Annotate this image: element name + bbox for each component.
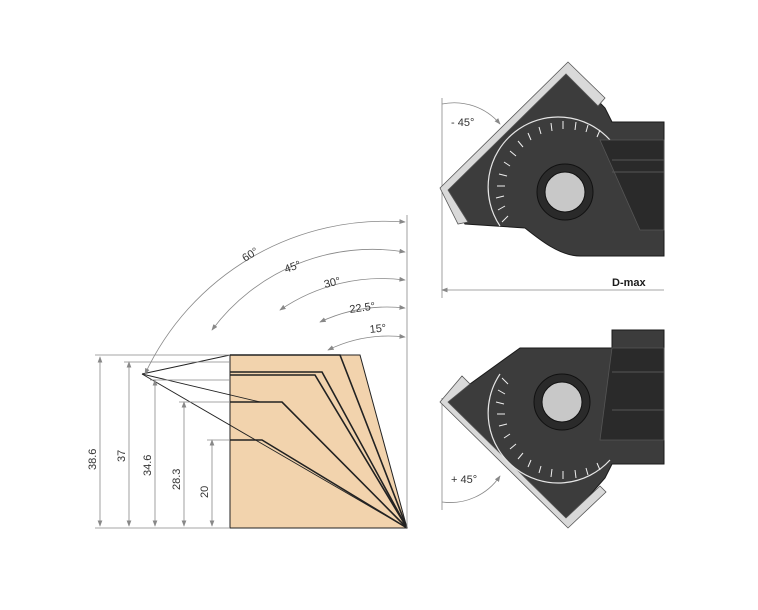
- arc-30: [279, 276, 406, 311]
- cutter-top-scale: [495, 121, 601, 223]
- angle-arcs: [144, 215, 408, 528]
- dmax-label: D-max: [612, 277, 647, 289]
- height-label-34-6: 34.6: [142, 455, 154, 476]
- cut-profile-45: [230, 401, 408, 529]
- angle-label-22-5: 22.5°: [349, 300, 376, 315]
- angle-label-60: 60°: [240, 246, 260, 265]
- height-label-37: 37: [116, 450, 128, 462]
- cutter-top: - 45°: [439, 61, 665, 298]
- cutter-bottom-knife: [439, 375, 607, 529]
- cut-profile-30: [230, 374, 408, 529]
- arc-15: [327, 333, 406, 351]
- angle-label-plus-45: + 45°: [451, 474, 477, 486]
- cutter-bottom-scale: [495, 377, 601, 479]
- angle-label-30: 30°: [323, 275, 342, 291]
- angle-label-15: 15°: [369, 322, 387, 336]
- angle-label-minus-45: - 45°: [451, 117, 474, 129]
- height-dimensions: [95, 354, 230, 529]
- height-label-38-6: 38.6: [87, 449, 99, 470]
- height-label-20: 20: [199, 486, 211, 498]
- workpiece-profile: 60° 45° 30° 22.5° 15° 38.6 37 34.6 28.3 …: [87, 215, 408, 529]
- arc-22: [319, 305, 406, 323]
- cut-profile-60: [230, 439, 408, 529]
- cutter-top-knife: [439, 61, 606, 225]
- height-label-28-3: 28.3: [171, 469, 183, 490]
- arc-45: [211, 248, 406, 331]
- cutter-bottom-arm: [599, 347, 665, 441]
- angle-label-45: 45°: [283, 259, 303, 276]
- arc-60: [144, 219, 406, 375]
- cutter-top-arm: [599, 139, 665, 231]
- cutter-bottom: + 45°: [439, 329, 665, 529]
